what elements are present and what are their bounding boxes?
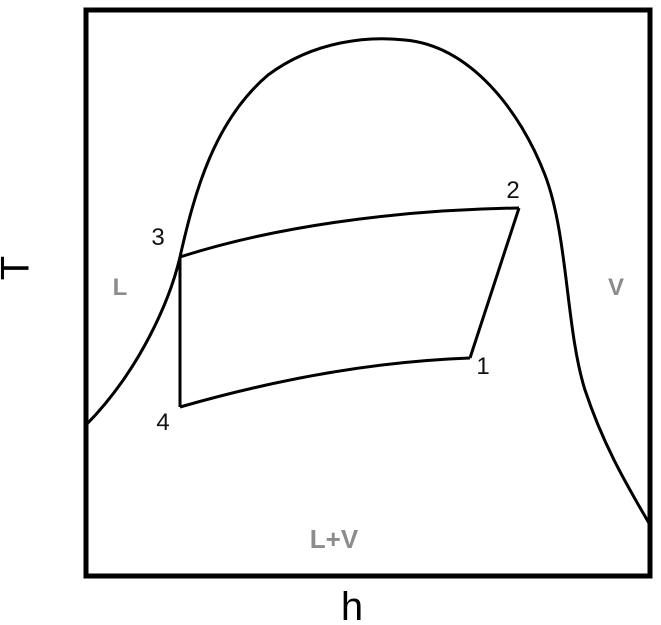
process-2-3 [179,206,520,259]
region-label-liquid: L [113,274,128,301]
region-label-mixture: L+V [310,524,359,554]
point-label-1: 1 [476,353,489,380]
process-1-2 [468,207,521,359]
process-4-1 [179,356,471,409]
point-label-4: 4 [156,409,169,436]
y-axis-label: T [0,256,38,280]
saturation-dome [84,37,652,526]
point-label-3: 3 [151,224,164,251]
point-label-2: 2 [506,177,519,204]
plot-frame [83,7,653,579]
x-axis-label: h [341,585,363,625]
region-label-vapor: V [608,274,624,301]
